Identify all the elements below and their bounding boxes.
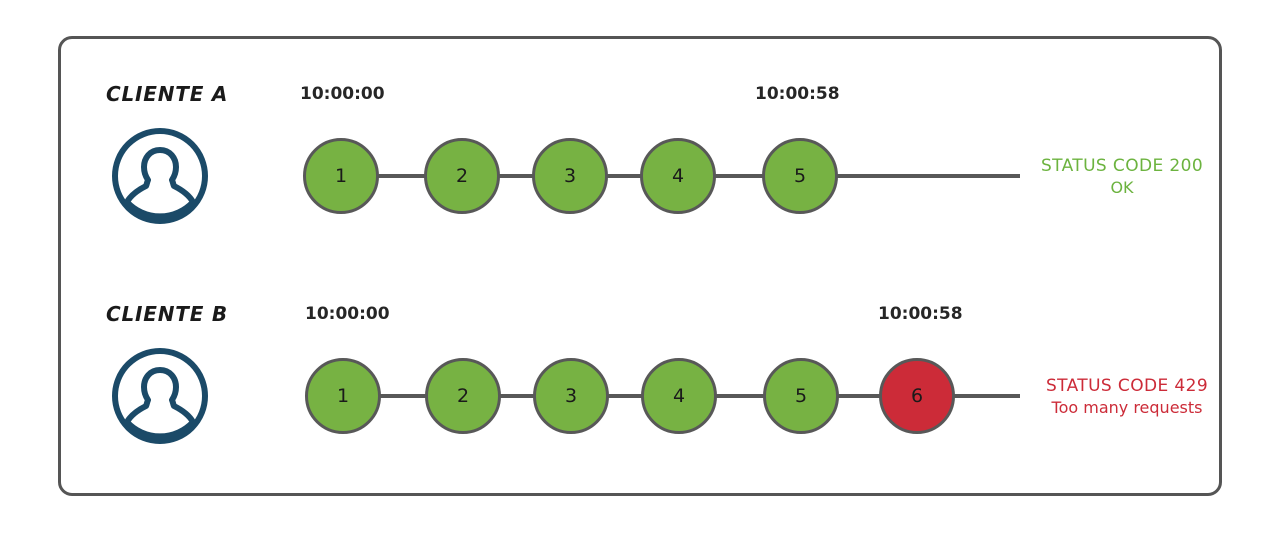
- request-node[interactable]: 3: [532, 138, 608, 214]
- row-a-end-time: 10:00:58: [755, 84, 840, 104]
- request-node-blocked[interactable]: 6: [879, 358, 955, 434]
- user-circle-icon: [110, 126, 210, 226]
- diagram-frame: [58, 36, 1222, 496]
- request-node[interactable]: 3: [533, 358, 609, 434]
- client-row-b: CLIENTE B 10:00:00 10:00:58 1 2 3 4 5 6 …: [0, 280, 1280, 500]
- request-node[interactable]: 4: [641, 358, 717, 434]
- request-node[interactable]: 4: [640, 138, 716, 214]
- request-node[interactable]: 1: [305, 358, 381, 434]
- row-a-status-code: STATUS CODE 200: [1040, 156, 1204, 176]
- row-b-status: STATUS CODE 429 Too many requests: [1022, 376, 1232, 418]
- client-a-label: CLIENTE A: [106, 82, 229, 106]
- row-a-status: STATUS CODE 200 OK: [1022, 156, 1222, 198]
- request-node[interactable]: 5: [762, 138, 838, 214]
- row-b-start-time: 10:00:00: [305, 304, 390, 324]
- row-a-start-time: 10:00:00: [300, 84, 385, 104]
- request-node[interactable]: 5: [763, 358, 839, 434]
- row-b-status-code: STATUS CODE 429: [1045, 376, 1209, 396]
- user-circle-icon: [110, 346, 210, 446]
- row-b-end-time: 10:00:58: [878, 304, 963, 324]
- row-a-status-text: OK: [1110, 177, 1134, 197]
- request-node[interactable]: 1: [303, 138, 379, 214]
- request-node[interactable]: 2: [424, 138, 500, 214]
- row-b-status-text: Too many requests: [1051, 397, 1203, 417]
- client-row-a: CLIENTE A 10:00:00 10:00:58 1 2 3 4 5 ST…: [0, 60, 1280, 280]
- request-node[interactable]: 2: [425, 358, 501, 434]
- client-b-label: CLIENTE B: [106, 302, 228, 326]
